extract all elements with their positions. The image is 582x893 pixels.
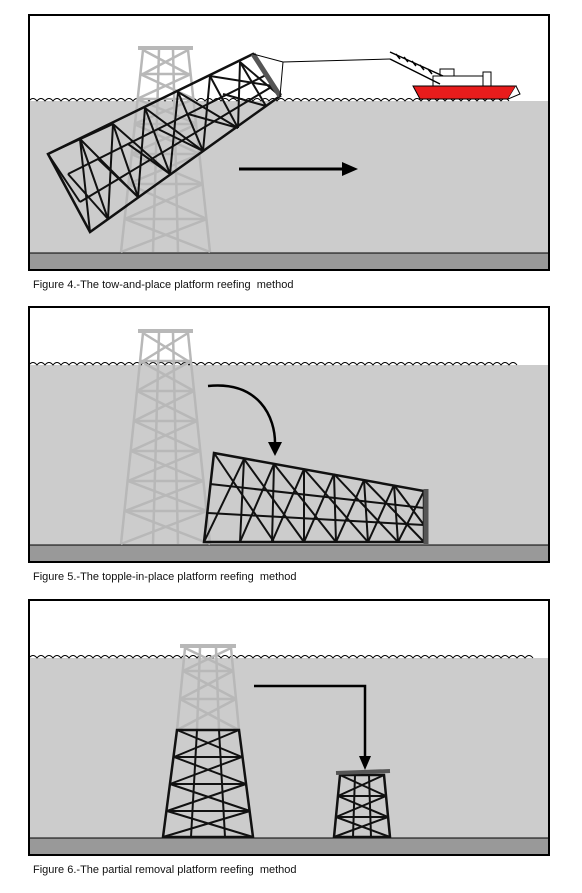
water-surface-waves	[28, 362, 518, 366]
towed-jacket	[46, 52, 282, 234]
water-area	[29, 658, 549, 838]
relocation-arrow-line	[254, 684, 367, 759]
water-area	[29, 101, 549, 253]
figure-5-panel	[28, 306, 550, 563]
toppled-jacket	[202, 451, 426, 544]
water-surface-waves	[28, 98, 510, 102]
figure-frame	[28, 14, 550, 271]
figure-4-panel	[28, 14, 550, 271]
jacket-top-deck	[250, 52, 283, 98]
figure-6-panel	[28, 599, 550, 856]
seabed	[28, 252, 550, 271]
figure-5-caption: Figure 5.-The topple-in-place platform r…	[33, 571, 297, 583]
original-platform-ghost	[119, 329, 212, 546]
water-area	[29, 365, 549, 545]
removed-upper-section-ghost	[175, 644, 241, 732]
partial-removal-diagram	[28, 599, 550, 856]
topple-in-place-diagram	[28, 306, 550, 563]
motion-arrowhead	[342, 162, 358, 176]
topple-arrow-curve	[207, 384, 277, 447]
topple-arrowhead	[268, 442, 282, 456]
figure-frame	[28, 599, 550, 856]
sky-area	[29, 600, 549, 658]
tow-cable	[252, 53, 391, 97]
seabed	[28, 837, 550, 856]
figure-frame	[28, 306, 550, 563]
remaining-lower-jacket	[161, 728, 255, 839]
figure-6-caption: Figure 6.-The partial removal platform r…	[33, 864, 297, 876]
derrick-barge	[389, 51, 521, 100]
water-surface-waves	[28, 655, 534, 659]
sky-area	[29, 307, 549, 365]
relocated-top-section	[332, 773, 392, 839]
tow-and-place-diagram	[28, 14, 550, 271]
relocated-top-deck	[335, 769, 391, 775]
relocation-arrowhead	[359, 756, 371, 770]
figure-4-caption: Figure 4.-The tow-and-place platform ree…	[33, 279, 294, 291]
seabed	[28, 544, 550, 563]
